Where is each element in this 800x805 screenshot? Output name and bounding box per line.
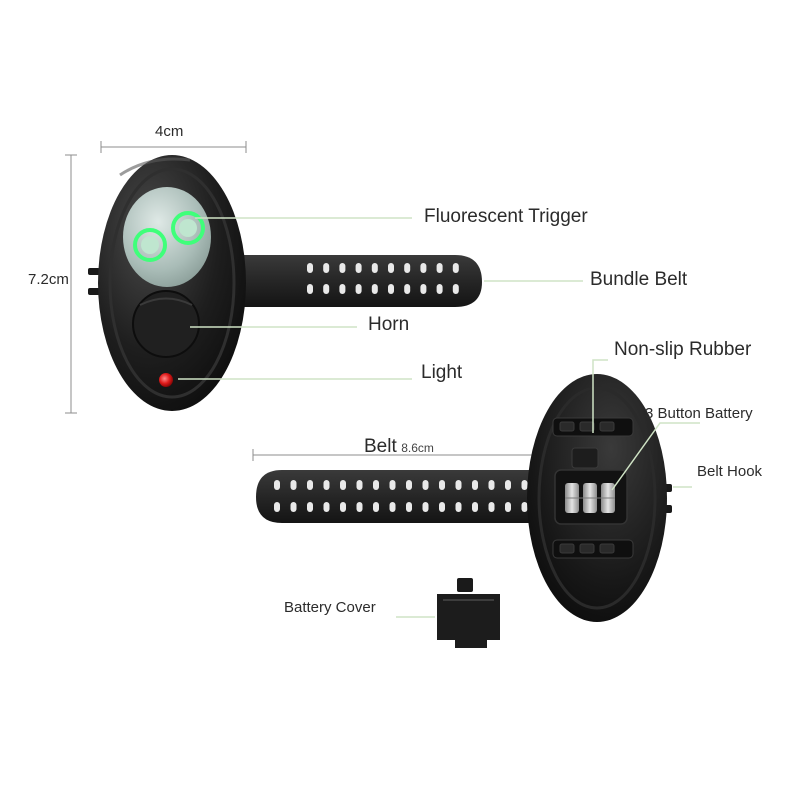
fluorescent-trigger-label: Fluorescent Trigger — [424, 206, 588, 227]
height-dimension-line — [65, 154, 77, 414]
belt-label-group: Belt 8.6cm — [364, 436, 434, 458]
strap-hole — [307, 480, 313, 490]
strap-hole — [274, 480, 280, 490]
light-label: Light — [421, 362, 463, 383]
non-slip-rubber-label: Non-slip Rubber — [614, 339, 752, 360]
strap-hole — [356, 480, 363, 490]
strap-hole — [439, 480, 445, 490]
strap-hole — [355, 263, 362, 273]
horn-speaker — [132, 290, 200, 358]
strap-hole — [371, 263, 378, 273]
strap-hole — [436, 284, 443, 294]
callout-lines — [178, 217, 700, 618]
strap-holes — [307, 263, 459, 294]
strap-hole — [339, 263, 346, 273]
strap-hole — [274, 502, 280, 512]
light-led — [159, 373, 173, 387]
battery-cover — [437, 578, 500, 648]
strap-hole — [371, 284, 378, 294]
strap-hole — [307, 284, 313, 294]
strap-hole — [406, 502, 412, 512]
strap-hole — [404, 263, 411, 273]
rear-belt-strap — [256, 470, 555, 523]
strap-hole — [439, 502, 445, 512]
strap-hole — [340, 480, 346, 490]
strap-hole — [472, 480, 478, 490]
strap-hole — [290, 502, 297, 512]
bundle-belt-strap — [230, 255, 482, 307]
strap-hole — [339, 284, 346, 294]
strap-hole — [505, 502, 511, 512]
strap-hole — [521, 480, 528, 490]
strap-hole — [323, 284, 330, 294]
strap-hole — [388, 263, 394, 273]
strap-hole — [521, 502, 528, 512]
strap-holes — [274, 480, 528, 512]
strap-hole — [373, 502, 379, 512]
belt-hook-label: Belt Hook — [697, 463, 763, 480]
strap-hole — [388, 284, 394, 294]
width-dimension-line — [100, 141, 247, 153]
horn-label: Horn — [368, 314, 410, 335]
strap-hole — [404, 284, 411, 294]
strap-hole — [389, 502, 396, 512]
strap-hole — [389, 480, 396, 490]
belt-dimension-label: 8.6cm — [401, 441, 434, 455]
trigger-led-ring — [133, 228, 167, 262]
width-dimension-label: 4cm — [155, 123, 184, 140]
strap-hole — [452, 263, 459, 273]
bundle-belt-label: Bundle Belt — [590, 269, 688, 290]
strap-hole — [472, 502, 478, 512]
strap-hole — [505, 480, 511, 490]
strap-hole — [340, 502, 346, 512]
strap-hole — [455, 480, 462, 490]
strap-hole — [307, 502, 313, 512]
strap-hole — [488, 480, 495, 490]
strap-hole — [488, 502, 495, 512]
strap-hole — [455, 502, 462, 512]
strap-hole — [323, 502, 330, 512]
strap-hole — [307, 263, 313, 273]
trigger-led-ring — [171, 211, 205, 245]
button-battery-label: 3 Button Battery — [645, 405, 753, 422]
button-batteries — [565, 483, 615, 513]
strap-hole — [452, 284, 459, 294]
strap-hole — [420, 263, 427, 273]
side-buttons — [88, 268, 100, 295]
strap-hole — [422, 480, 429, 490]
strap-hole — [420, 284, 427, 294]
fluorescent-trigger-window — [123, 187, 211, 287]
strap-hole — [323, 263, 330, 273]
strap-hole — [373, 480, 379, 490]
strap-hole — [290, 480, 297, 490]
strap-hole — [406, 480, 412, 490]
strap-hole — [422, 502, 429, 512]
battery-cover-label: Battery Cover — [284, 599, 376, 616]
strap-hole — [436, 263, 443, 273]
belt-label: Belt — [364, 436, 397, 457]
belt-dimension-line — [252, 449, 534, 461]
strap-hole — [323, 480, 330, 490]
strap-hole — [355, 284, 362, 294]
height-dimension-label: 7.2cm — [28, 271, 69, 288]
strap-hole — [356, 502, 363, 512]
non-slip-rubber-bottom — [552, 539, 634, 559]
